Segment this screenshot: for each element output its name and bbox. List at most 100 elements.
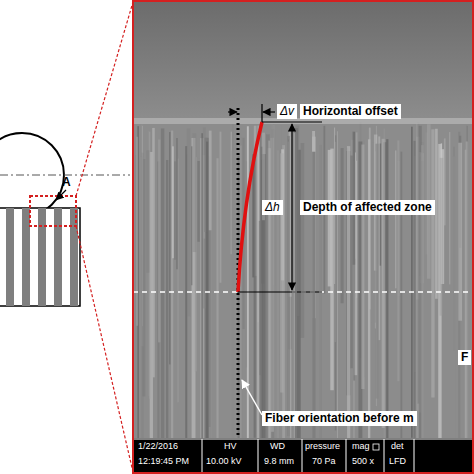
zoom-line [76, 226, 133, 472]
fiber-stripe [54, 208, 62, 306]
dimension-label: Depth of affected zone [300, 200, 435, 215]
leader-arrow [56, 190, 66, 200]
info-time: 12:19:45 PM [138, 457, 189, 467]
fiber-streak [288, 142, 290, 438]
info-rule [258, 439, 259, 473]
fiber-streak [257, 126, 258, 323]
fiber-streak [312, 131, 315, 438]
fiber-streak [206, 142, 208, 438]
workpiece-block [0, 208, 80, 306]
bent-fiber-curve [238, 122, 262, 292]
fiber-streak [467, 126, 468, 438]
dimension-arrow [228, 111, 237, 112]
info-field-value: 500 x [352, 457, 374, 467]
info-rule [414, 439, 415, 473]
fiber-streak [337, 131, 339, 438]
fiber-streak [146, 150, 149, 272]
depth-line [133, 291, 238, 293]
info-field-value: 70 Pa [312, 457, 336, 467]
fiber-streak [397, 140, 399, 381]
fiber-streak [169, 132, 170, 364]
fiber-streak [152, 128, 155, 377]
fiber-streak [260, 127, 262, 375]
info-field-name: HV [224, 442, 237, 452]
fiber-streak [449, 132, 450, 284]
fiber-streak [166, 160, 168, 438]
fiber-stripe [6, 208, 14, 306]
annotation-label: Fiber orientation before m [262, 411, 417, 426]
fiber-streak [431, 129, 434, 397]
fiber-streak [191, 146, 192, 285]
dimension-arrow [263, 111, 275, 112]
info-field-name: WD [270, 442, 285, 452]
fiber-streak [174, 161, 176, 259]
fiber-streak [203, 127, 206, 308]
sem-background [133, 2, 473, 124]
info-rule [133, 439, 473, 440]
fiber-streak [176, 138, 178, 269]
dimension-symbol: Δv [277, 104, 297, 119]
fiber-streak [220, 132, 222, 283]
info-field-name: mag [352, 442, 370, 452]
fiber-streak [400, 152, 402, 438]
fiber-streak [201, 133, 203, 438]
fiber-streak [185, 146, 187, 438]
fiber-streak [295, 126, 299, 317]
info-field-value: LFD [389, 457, 406, 467]
zoom-line [76, 2, 133, 196]
zoom-box [30, 196, 76, 226]
fiber-streak [266, 134, 270, 438]
fiber-streak [301, 143, 305, 338]
fiber-streak [413, 141, 415, 438]
fiber-streak [411, 127, 413, 438]
fiber-streak [453, 156, 455, 438]
dimension-symbol: Δh [262, 200, 283, 215]
fiber-streak [140, 157, 144, 347]
info-field-value: 9.8 mm [264, 457, 294, 467]
zoom-panel-border [133, 1, 473, 473]
fiber-streak [341, 148, 344, 303]
fiber-streak [386, 139, 388, 438]
fiber-streak [178, 155, 179, 438]
fiber-stripe [22, 208, 30, 306]
fiber-streak [350, 156, 352, 369]
dimension-arrow [291, 124, 292, 290]
info-date: 1/22/2016 [138, 442, 178, 452]
fiber-streak [231, 150, 235, 438]
annotation-label: F [458, 350, 471, 365]
mag-square-symbol [373, 444, 379, 450]
fiber-streak [444, 138, 446, 225]
fiber-streak [197, 161, 199, 242]
fiber-streak [216, 158, 218, 438]
fiber-streak [312, 152, 315, 438]
info-rule [302, 439, 303, 473]
info-field-value: 10.00 kV [206, 457, 242, 467]
fiber-streak [193, 133, 197, 252]
dimension-tick [261, 104, 262, 122]
fiber-streak [458, 143, 462, 321]
fiber-streak [280, 153, 283, 392]
fiber-streak [149, 132, 150, 399]
fiber-streak [375, 144, 378, 399]
fiber-streak [361, 145, 364, 389]
callout-letter: A [62, 176, 71, 189]
fiber-streak [421, 142, 424, 438]
fiber-streak [161, 128, 164, 438]
fiber-streak [171, 131, 173, 438]
fiber-streak [158, 139, 160, 342]
fiber-streak [271, 124, 273, 413]
fiber-stripe [38, 208, 46, 306]
fiber-streak [368, 139, 370, 438]
fiber-streak [353, 132, 355, 380]
fiber-streak [335, 135, 336, 430]
dimension-label: Horizontal offset [300, 104, 401, 119]
fiber-streak [241, 137, 243, 438]
fiber-streak [328, 150, 332, 287]
info-field-name: pressure [305, 442, 340, 452]
fiber-streak [395, 150, 396, 288]
fiber-streak [382, 139, 385, 428]
fiber-streak [187, 129, 191, 317]
fiber-streak [435, 129, 438, 299]
dimension-extension [238, 291, 322, 292]
